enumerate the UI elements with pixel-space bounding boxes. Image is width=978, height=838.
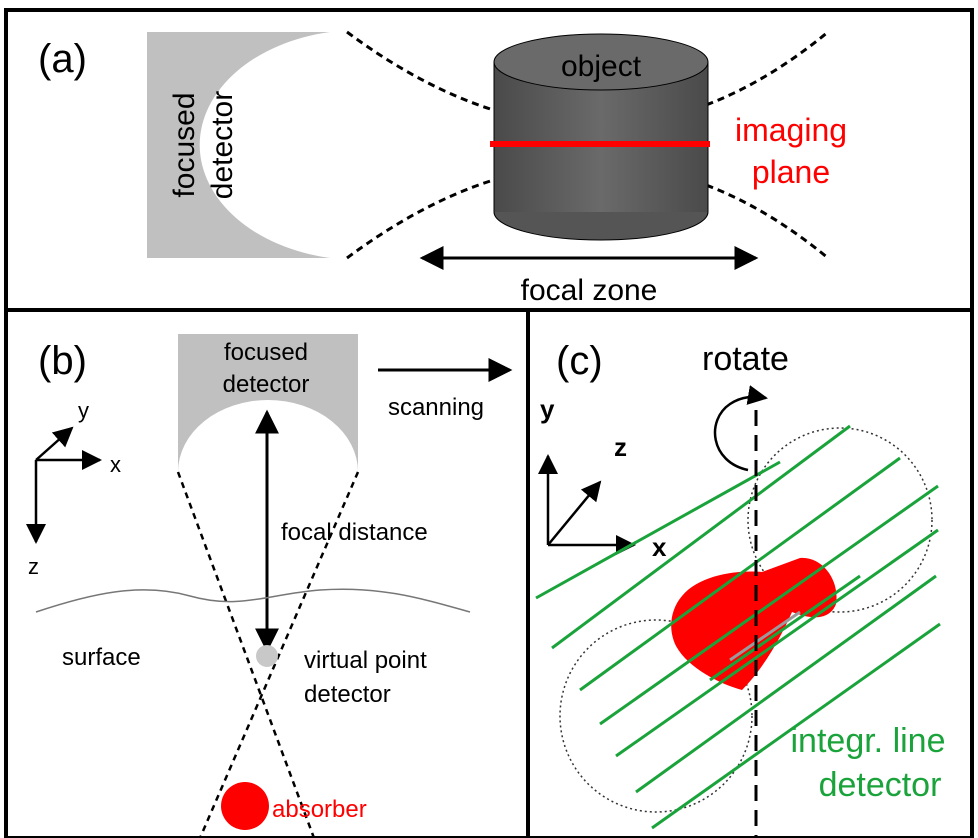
- detector-circle-lower: [559, 619, 753, 813]
- detector-circle-upper: [747, 427, 933, 613]
- axis-b-y-label: y: [78, 398, 89, 423]
- virtual-point-dot: [256, 645, 278, 667]
- imaging-plane-label-line1: imaging: [735, 112, 847, 148]
- panel-c-label: (c): [556, 339, 603, 383]
- panel-b-label: (b): [38, 339, 87, 383]
- line-detector: [615, 528, 939, 758]
- panel-b: (b) focused detector scanning y x z foca…: [4, 308, 530, 838]
- line-detector: [709, 574, 861, 682]
- line-detector: [551, 424, 851, 650]
- axis-c-y-label: y: [540, 394, 555, 424]
- detector-label-group: focused detector: [168, 91, 239, 199]
- line-detectors: [535, 424, 941, 830]
- axis-b-z-label: z: [28, 554, 39, 579]
- line-detector: [579, 456, 901, 692]
- virtual-point-label-line2: detector: [304, 681, 391, 708]
- axes-c: [538, 454, 636, 555]
- scanning-label: scanning: [388, 394, 484, 421]
- line-detector: [535, 460, 781, 600]
- detector-b-label-line1: focused: [224, 339, 308, 366]
- axes-b: [26, 426, 102, 544]
- detector-c-label-line1: integr. line: [791, 722, 946, 760]
- axis-c-x-label: x: [652, 532, 667, 562]
- detector-b-label-line2: detector: [223, 371, 310, 398]
- surface-label: surface: [62, 644, 141, 671]
- absorber-dot: [221, 782, 269, 830]
- line-detector: [651, 622, 941, 830]
- rotate-arrow: [713, 385, 768, 472]
- surface-line: [35, 588, 471, 613]
- focal-zone-label: focal zone: [521, 274, 658, 307]
- virtual-point-label-line1: virtual point: [304, 647, 427, 674]
- focused-detector-b-shape: [178, 334, 358, 472]
- axis-b-x-label: x: [110, 452, 121, 477]
- panel-a-label: (a): [38, 37, 87, 81]
- panel-a: (a) focused detector object imaging plan…: [4, 8, 974, 312]
- focused-detector-shape: [147, 32, 330, 258]
- absorber-label: absorber: [272, 796, 367, 823]
- line-detector: [635, 574, 937, 794]
- absorber-blob: [671, 557, 837, 690]
- cone-line-right: [198, 471, 360, 838]
- object-label: object: [561, 50, 642, 83]
- line-detector: [599, 484, 939, 726]
- panel-c: (c) rotate y z x: [526, 308, 974, 838]
- rotate-label: rotate: [702, 340, 789, 378]
- imaging-plane-label-line2: plane: [752, 154, 830, 190]
- detector-label-line1: focused: [168, 92, 201, 197]
- detector-label-line2: detector: [206, 91, 239, 199]
- detector-c-label-line2: detector: [819, 766, 942, 804]
- line-detector-overlap: [729, 610, 801, 662]
- panel-c-frame: [526, 308, 974, 838]
- focal-distance-label: focal distance: [281, 519, 428, 546]
- object-cylinder: [493, 33, 709, 241]
- axis-c-z-label: z: [614, 432, 627, 462]
